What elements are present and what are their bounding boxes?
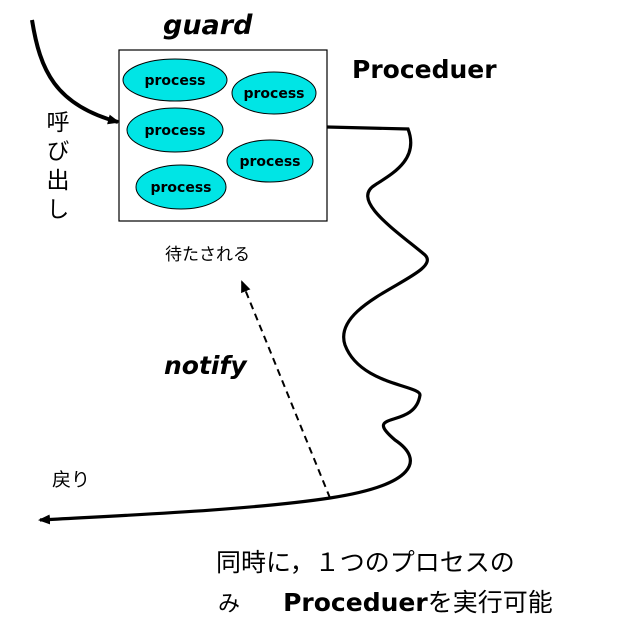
process-label-5: process xyxy=(150,180,211,196)
call-arrow xyxy=(30,19,120,125)
note-line-2-prefix: み xyxy=(218,592,241,617)
return-label: 戻り xyxy=(52,469,91,491)
process-ellipse-5 xyxy=(135,164,227,210)
notify-arrow xyxy=(241,280,331,499)
process-group: process process process process process xyxy=(122,58,317,210)
call-label: 呼び出し xyxy=(42,110,68,226)
note-line-2-word: Proceduer xyxy=(283,588,428,617)
process-ellipse-4 xyxy=(226,139,314,183)
execution-wave xyxy=(38,125,429,525)
note-line-1: 同時に，１つのプロセスの xyxy=(216,548,515,577)
process-label-2: process xyxy=(243,86,304,102)
process-ellipse-2 xyxy=(231,71,317,115)
procedure-label: Proceduer xyxy=(352,55,497,84)
process-label-4: process xyxy=(239,154,300,170)
note-line-2-suffix: を実行可能 xyxy=(427,588,553,617)
process-label-1: process xyxy=(144,73,205,89)
notify-label: notify xyxy=(164,351,247,380)
process-label-3: process xyxy=(144,123,205,139)
process-ellipse-3 xyxy=(126,107,224,153)
process-ellipse-1 xyxy=(122,58,228,102)
guard-label: guard xyxy=(163,10,253,41)
waiting-label: 待たされる xyxy=(165,245,250,265)
note-line-2: み Proceduerを実行可能 xyxy=(218,583,553,619)
